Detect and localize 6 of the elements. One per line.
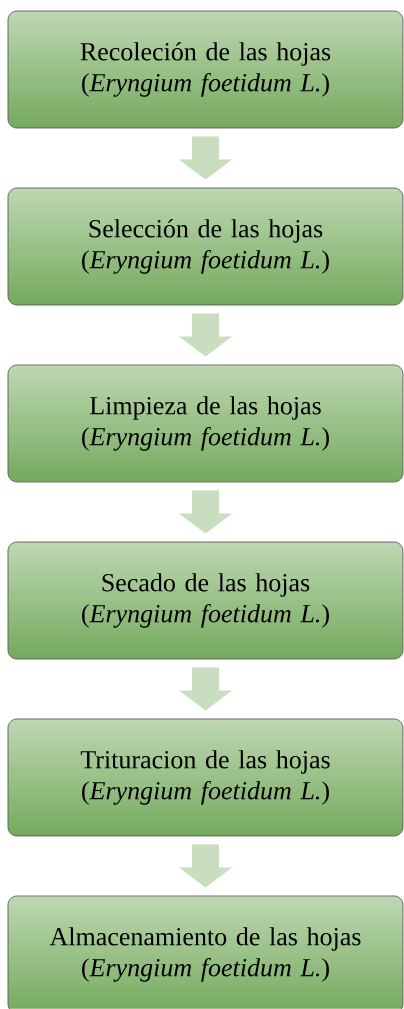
process-box: Limpieza de las hojas (Eryngium foetidum L.) bbox=[7, 364, 404, 483]
process-box: Selección de las hojas (Eryngium foetidum L.) bbox=[7, 187, 404, 306]
process-box: Almacenamiento de las hojas (Eryngium foetidum L.) bbox=[7, 895, 404, 1009]
process-box: Secado de las hojas (Eryngium foetidum L.) bbox=[7, 541, 404, 660]
process-box: Recoleción de las hojas (Eryngium foetidum L.) bbox=[7, 10, 404, 129]
process-box: Trituracion de las hojas (Eryngium foetidum L.) bbox=[7, 718, 404, 837]
